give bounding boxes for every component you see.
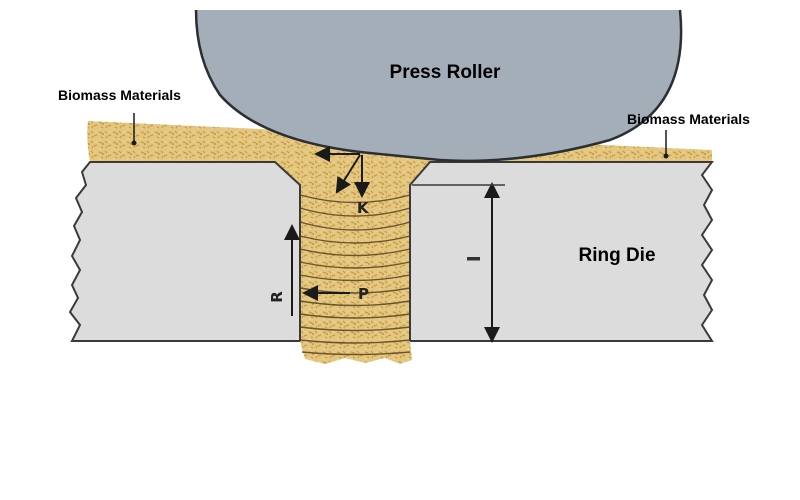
compaction-layers — [299, 194, 411, 356]
ring-die-right — [409, 161, 715, 342]
press-roller-outline — [194, 9, 683, 163]
biomass-right-label: Biomass Materials — [627, 111, 750, 127]
ring-die-label: Ring Die — [578, 245, 655, 266]
press-roller — [196, 10, 682, 161]
biomass-right-dot — [663, 153, 669, 159]
symbol-r: R — [268, 291, 286, 303]
symbol-k: K — [357, 199, 370, 217]
ring-die-left — [68, 161, 301, 342]
symbol-l — [467, 257, 480, 261]
biomass-left-label: Biomass Materials — [58, 87, 181, 103]
die-hole-biomass — [300, 185, 412, 364]
symbol-p: P — [358, 285, 369, 303]
force-arrows — [284, 146, 505, 343]
press-roller-label: Press Roller — [390, 62, 501, 83]
biomass-left-dot — [131, 140, 137, 146]
